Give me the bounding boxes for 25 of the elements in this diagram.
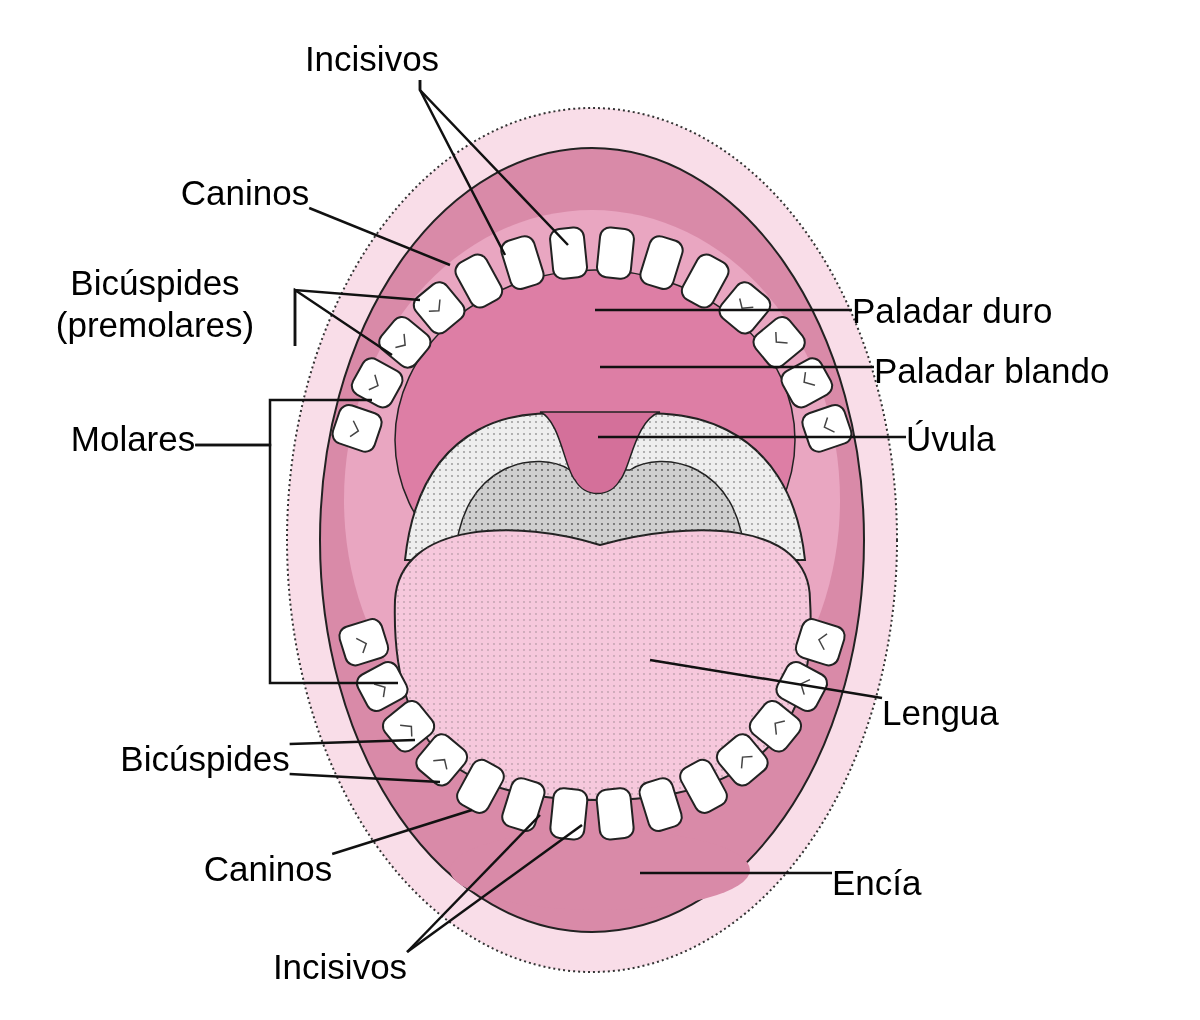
leader-line bbox=[418, 80, 569, 246]
leader-line bbox=[293, 287, 393, 357]
part-label: Lengua bbox=[882, 692, 999, 734]
part-label: Bicúspides bbox=[120, 738, 290, 780]
part-label: Caninos bbox=[203, 848, 333, 890]
part-label: Incisivos bbox=[304, 38, 440, 80]
leader-line bbox=[308, 206, 451, 267]
part-label: Úvula bbox=[906, 418, 996, 460]
part-label: Bicúspides (premolares) bbox=[54, 262, 256, 346]
part-label: Caninos bbox=[180, 172, 310, 214]
leader-line bbox=[331, 808, 473, 856]
part-label: Molares bbox=[70, 418, 196, 460]
leader-line bbox=[649, 658, 883, 700]
leader-line bbox=[598, 435, 906, 439]
part-label: Paladar blando bbox=[874, 350, 1110, 392]
leader-line bbox=[595, 308, 852, 312]
leader-line bbox=[195, 443, 398, 685]
part-label: Incisivos bbox=[272, 946, 408, 988]
part-label: Paladar duro bbox=[852, 290, 1053, 332]
leader-line bbox=[406, 824, 583, 953]
part-label: Encía bbox=[832, 862, 922, 904]
leader-line bbox=[600, 365, 874, 369]
leader-line bbox=[289, 738, 416, 746]
leader-line bbox=[640, 871, 832, 875]
leader-line bbox=[289, 772, 441, 784]
